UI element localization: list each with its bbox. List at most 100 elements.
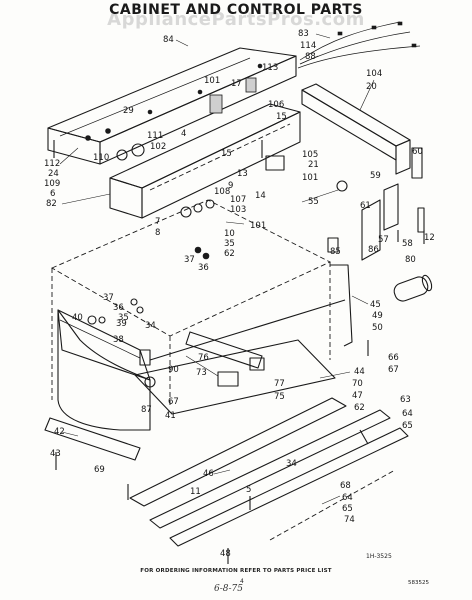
page-title: CABINET AND CONTROL PARTS	[109, 2, 363, 18]
callout-9: 9	[228, 181, 233, 191]
callout-64a: 64	[402, 409, 413, 419]
callout-76: 76	[198, 353, 209, 363]
callout-36a: 36	[198, 263, 209, 273]
callout-101a: 101	[204, 76, 220, 86]
callout-6: 6	[50, 189, 55, 199]
screws	[53, 140, 425, 564]
callout-17: 17	[231, 79, 242, 89]
sheet-code: 583525	[408, 580, 429, 586]
callout-61: 61	[360, 201, 371, 211]
callout-84: 84	[163, 35, 174, 45]
capacitor	[393, 274, 433, 302]
page-number: 4	[240, 578, 244, 585]
callout-66: 66	[388, 353, 399, 363]
control-console-panel	[47, 47, 297, 165]
callout-8: 8	[155, 228, 160, 238]
callout-24: 24	[48, 169, 59, 179]
drawing-number: 1H-3525	[366, 553, 392, 560]
callout-20: 20	[366, 82, 377, 92]
callout-50: 50	[372, 323, 383, 333]
callout-67a: 67	[168, 397, 179, 407]
callout-82: 82	[46, 199, 57, 209]
callout-65a: 65	[402, 421, 413, 431]
callout-41: 41	[165, 411, 176, 421]
callout-70: 70	[352, 379, 363, 389]
callout-69: 69	[94, 465, 105, 475]
callout-111: 111	[147, 131, 163, 141]
callout-80: 80	[405, 255, 416, 265]
callout-103: 103	[230, 205, 246, 215]
callout-90: 90	[168, 365, 179, 375]
callout-113: 113	[262, 63, 278, 73]
callout-35a: 35	[224, 239, 235, 249]
callout-106: 106	[268, 100, 284, 110]
callout-34b: 34	[286, 459, 297, 469]
callout-34a: 34	[145, 321, 156, 331]
callout-5: 5	[246, 485, 251, 495]
callout-36b: 36	[113, 303, 124, 313]
callout-74: 74	[344, 515, 355, 525]
callout-43: 43	[50, 449, 61, 459]
callout-4: 4	[181, 129, 186, 139]
callout-73: 73	[196, 368, 207, 378]
callout-77: 77	[274, 379, 285, 389]
callout-40: 40	[72, 313, 83, 323]
callout-63: 63	[400, 395, 411, 405]
callout-39: 39	[116, 319, 127, 329]
callout-12: 12	[424, 233, 435, 243]
callout-64b: 64	[342, 493, 353, 503]
callout-62b: 62	[354, 403, 365, 413]
callout-45: 45	[370, 300, 381, 310]
callout-88: 88	[305, 52, 316, 62]
base-frame-rails	[44, 331, 409, 547]
callout-62a: 62	[224, 249, 235, 259]
callout-labels: 84 83 114 88 113 101 17 4 104 20 106 15 …	[44, 29, 435, 559]
callout-29: 29	[123, 106, 134, 116]
callout-101c: 101	[250, 221, 266, 231]
leader-lines	[59, 33, 375, 505]
callout-10: 10	[224, 229, 235, 239]
callout-55: 55	[308, 197, 319, 207]
callout-38: 38	[113, 335, 124, 345]
callout-105: 105	[302, 150, 318, 160]
callout-37b: 37	[103, 293, 114, 303]
callout-13: 13	[237, 169, 248, 179]
callout-57: 57	[378, 235, 389, 245]
callout-67b: 67	[388, 365, 399, 375]
watermark-text: AppliancePartsPros.com	[107, 9, 365, 30]
side-frame-leg	[139, 264, 353, 366]
handwritten-date: 6-8-75	[214, 584, 243, 594]
callout-59: 59	[370, 171, 381, 181]
callout-42: 42	[54, 427, 65, 437]
callout-15b: 15	[221, 149, 232, 159]
callout-85: 85	[330, 247, 341, 257]
callout-49: 49	[372, 311, 383, 321]
callout-21: 21	[308, 160, 319, 170]
callout-75: 75	[274, 392, 285, 402]
main-cabinet	[51, 199, 332, 431]
callout-107: 107	[230, 195, 246, 205]
callout-104: 104	[366, 69, 382, 79]
callout-101b: 101	[302, 173, 318, 183]
callout-110: 110	[93, 153, 109, 163]
callout-60: 60	[412, 147, 423, 157]
callout-44: 44	[354, 367, 365, 377]
callout-68: 68	[340, 481, 351, 491]
callout-114: 114	[300, 41, 316, 51]
callout-14: 14	[255, 191, 266, 201]
callout-87: 87	[141, 405, 152, 415]
callout-58: 58	[402, 239, 413, 249]
callout-102: 102	[150, 142, 166, 152]
callout-109: 109	[44, 179, 60, 189]
callout-65b: 65	[342, 504, 353, 514]
hardware-cluster	[87, 140, 348, 388]
ordering-info-note: FOR ORDERING INFORMATION REFER TO PARTS …	[140, 568, 332, 574]
door-latch-bracket	[327, 147, 425, 261]
callout-11: 11	[190, 487, 201, 497]
callout-37a: 37	[184, 255, 195, 265]
rear-rail	[301, 83, 411, 175]
callout-83: 83	[298, 29, 309, 39]
callout-48: 48	[220, 549, 231, 559]
